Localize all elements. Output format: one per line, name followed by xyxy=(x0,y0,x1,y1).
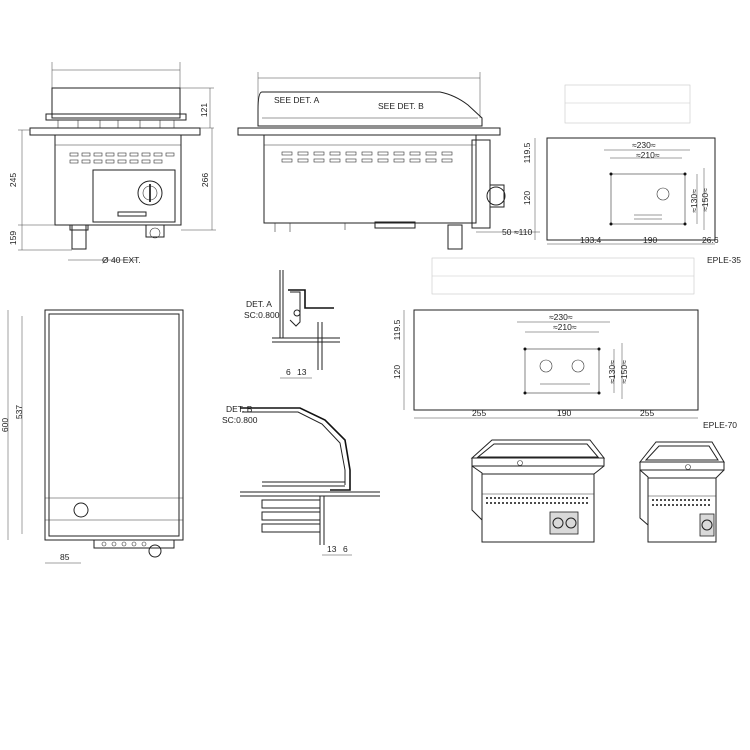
cutout-70-markers xyxy=(523,347,601,395)
detail-a-title: DET. A xyxy=(246,299,272,309)
see-detail-a: SEE DET. A xyxy=(274,95,320,105)
cutout-35-dim-133-4: 133.4 xyxy=(580,235,602,245)
cutout-70-dim-190: 190 xyxy=(557,408,571,418)
top-view: 600 537 85 xyxy=(0,309,184,564)
cutout-70-dim-255-right: 255 xyxy=(640,408,654,418)
detail-b: DET. B SC:0.800 13 6 xyxy=(222,404,380,556)
cutout-35-dim-230: ≈230≈ xyxy=(632,140,656,150)
iso-70-knob-left-icon xyxy=(552,517,564,529)
dim-245: 245 xyxy=(8,173,18,187)
control-knob-icon xyxy=(137,180,163,206)
detail-b-dim-13: 13 xyxy=(327,544,337,554)
model-label-eple-35: EPLE-35 xyxy=(707,255,741,265)
isometric-eple-35 xyxy=(638,441,725,543)
cutout-70-dim-230: ≈230≈ xyxy=(549,312,573,322)
cutout-eple-35: ≈230≈ ≈210≈ 119.5 120 ≈130≈ ≈150≈ 133.4 … xyxy=(522,84,741,265)
cutout-35-dim-150: ≈150≈ xyxy=(700,188,710,212)
cutout-70-dim-119-5: 119.5 xyxy=(392,319,402,340)
cutout-35-dim-210: ≈210≈ xyxy=(636,150,660,160)
dim-159: 159 xyxy=(8,231,18,245)
iso-35-vents xyxy=(652,499,712,506)
see-detail-b: SEE DET. B xyxy=(378,101,424,111)
model-label-eple-70: EPLE-70 xyxy=(703,420,737,430)
iso-35-control-panel xyxy=(699,513,715,537)
cutout-35-dim-120: 120 xyxy=(522,191,532,205)
detail-a: DET. A SC:0.800 6 13 xyxy=(244,270,340,379)
dim-50: 50 xyxy=(502,227,512,237)
cutout-eple-70: ≈230≈ ≈210≈ 119.5 120 ≈130≈ ≈150≈ 255 19… xyxy=(392,257,737,430)
iso-70-knob-right-icon xyxy=(565,517,577,529)
dim-537: 537 xyxy=(14,405,24,419)
drain-hole-icon xyxy=(73,502,89,518)
iso-70-vents xyxy=(486,497,590,504)
top-rail-brackets xyxy=(57,120,175,128)
isometric-eple-70 xyxy=(470,439,606,543)
detail-a-scale: SC:0.800 xyxy=(244,310,280,320)
cutout-70-dim-255-left: 255 xyxy=(472,408,486,418)
side-view: SEE DET. A SEE DET. B xyxy=(237,72,540,250)
left-foot xyxy=(71,224,87,250)
cutout-70-dim-210: ≈210≈ xyxy=(553,322,577,332)
dim-85: 85 xyxy=(60,552,70,562)
cutout-35-dim-26-6: 26.6 xyxy=(702,235,719,245)
detail-a-dim-13: 13 xyxy=(297,367,307,377)
cutout-35-dim-190: 190 xyxy=(643,235,657,245)
detail-b-dim-6: 6 xyxy=(343,544,348,554)
control-panel xyxy=(92,169,176,223)
side-vent-slots xyxy=(281,151,453,163)
iso-35-knob-icon xyxy=(701,519,713,531)
vent-slots xyxy=(69,152,175,164)
detail-b-title: DET. B xyxy=(226,404,253,414)
dim-266: 266 xyxy=(200,173,210,187)
top-view-bolts xyxy=(101,541,147,547)
cutout-35-dim-130: ≈130≈ xyxy=(689,189,699,213)
cutout-35-dim-119-5: 119.5 xyxy=(522,142,532,163)
dim-110: ≈110 xyxy=(514,227,532,237)
detail-a-dim-6: 6 xyxy=(286,367,291,377)
cutout-70-dim-150: ≈150≈ xyxy=(619,360,629,384)
cutout-70-dim-120: 120 xyxy=(392,365,402,379)
foot-diameter-label: Ø 40 EXT. xyxy=(102,255,141,265)
detail-b-scale: SC:0.800 xyxy=(222,415,258,425)
iso-70-control-panel xyxy=(549,511,579,535)
dim-121: 121 xyxy=(199,103,209,117)
right-foot xyxy=(145,224,165,238)
cutout-35-markers xyxy=(609,172,687,226)
front-view: 245 159 121 266 Ø 40 EXT. xyxy=(8,62,216,265)
dim-600: 600 xyxy=(0,418,10,432)
cutout-70-dim-130: ≈130≈ xyxy=(607,360,617,384)
